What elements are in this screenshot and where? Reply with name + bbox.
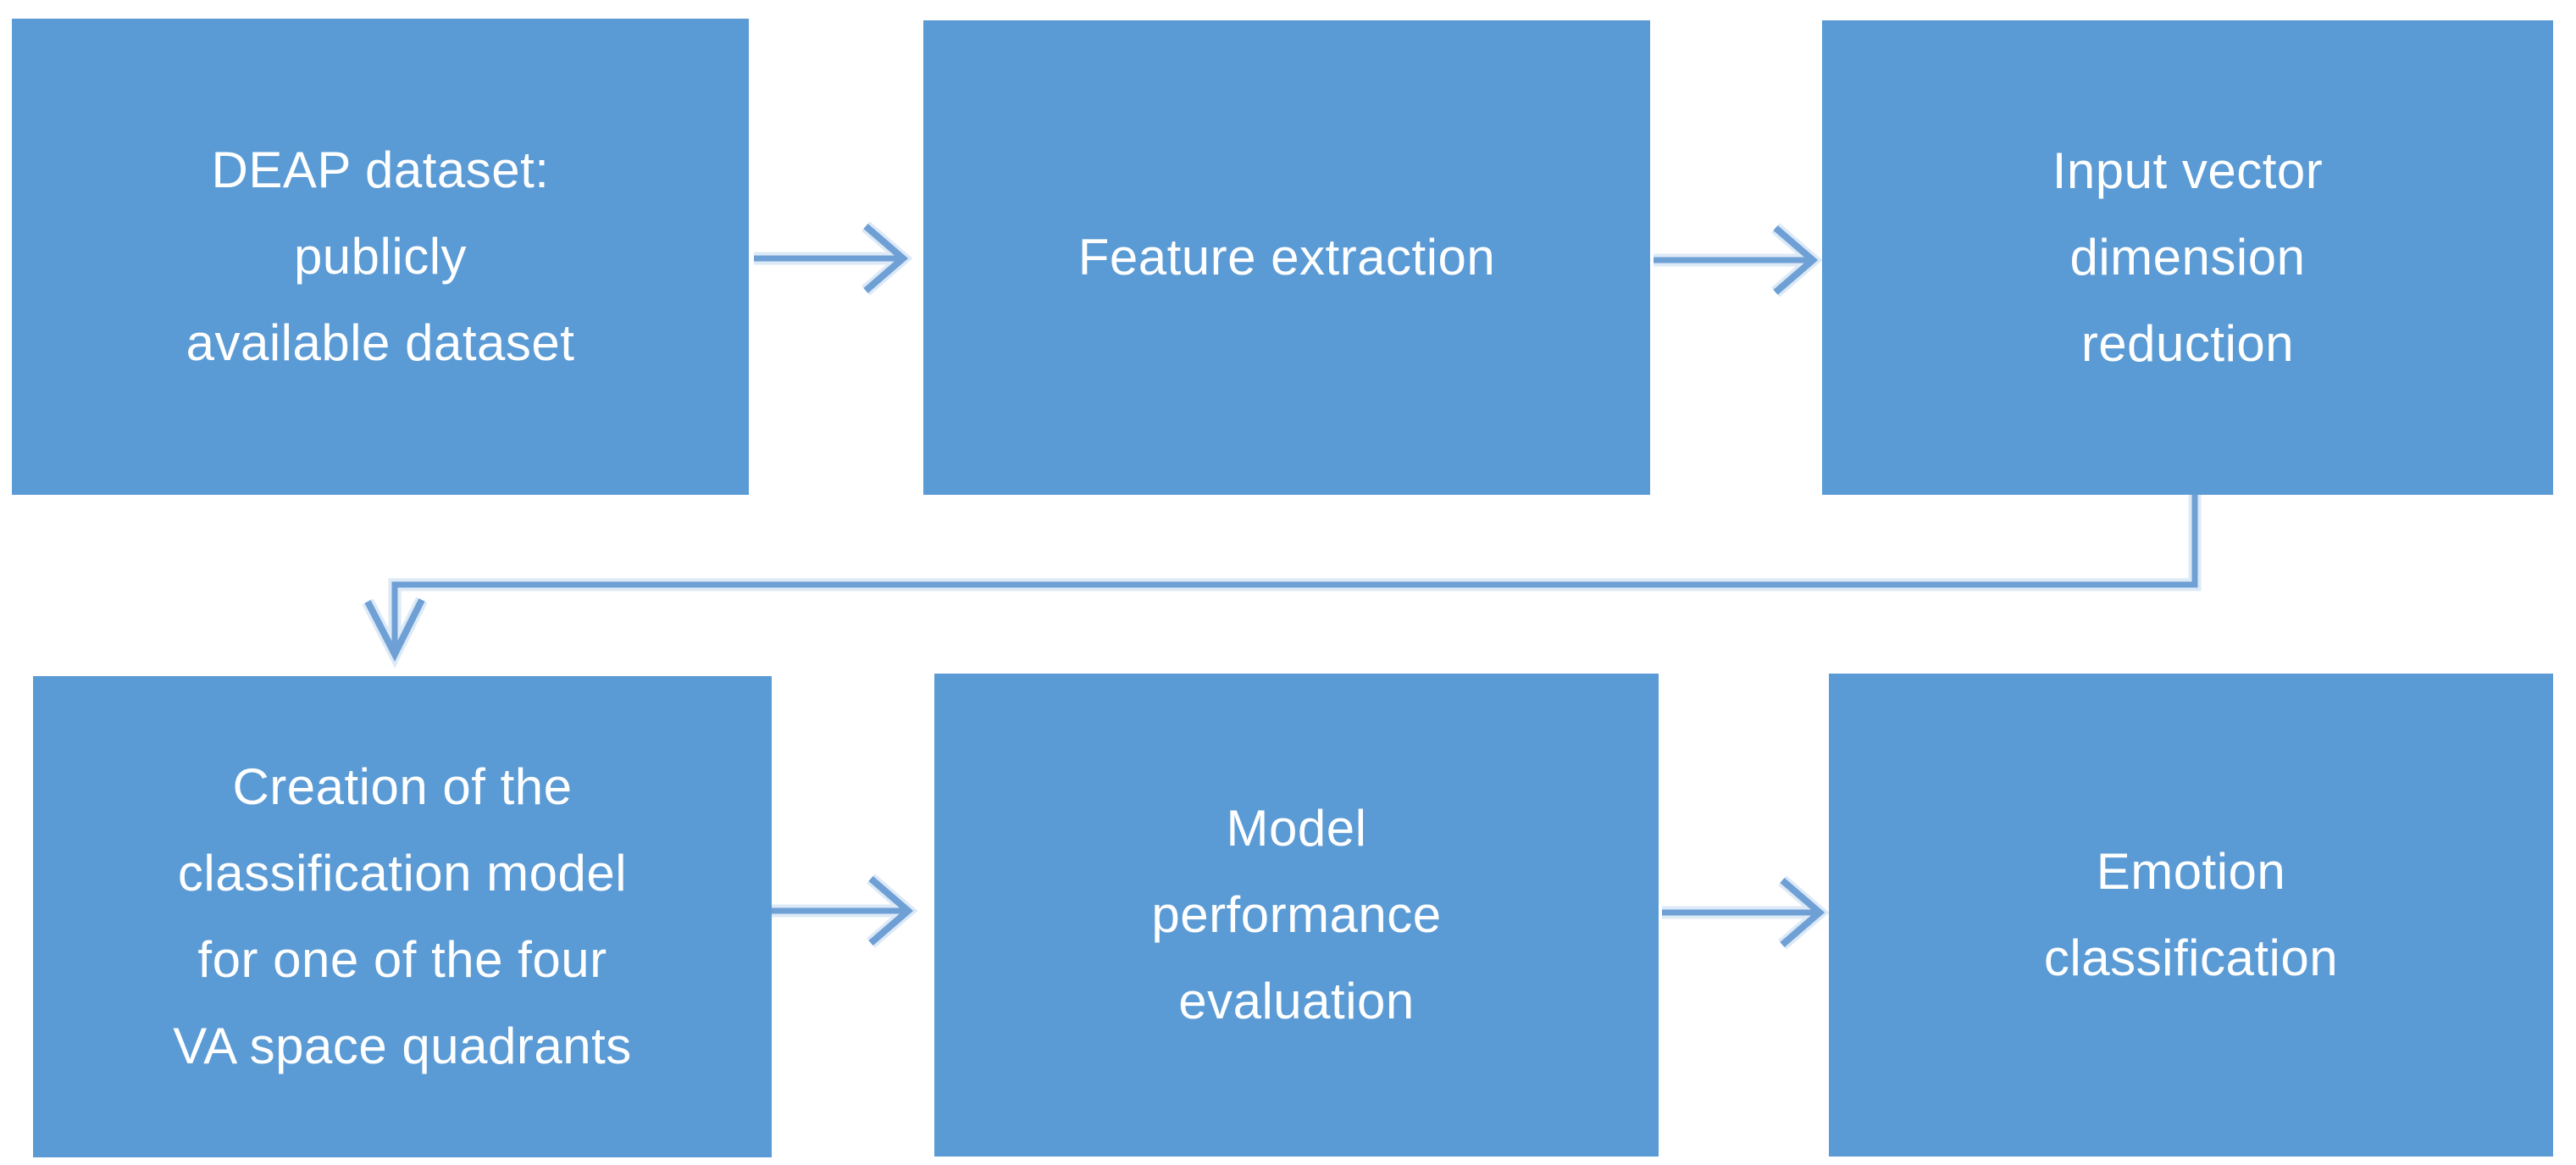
connector-arrow-creation-to-evaluation [764,874,918,948]
box-classification-model-creation-label: Creation of the classification model for… [173,758,632,1074]
box-deap-dataset: DEAP dataset: publicly available dataset [12,19,749,495]
box-emotion-classification-label: Emotion classification [2043,843,2339,986]
arrowhead-right-icon [1778,875,1830,950]
arrowhead-down-icon [362,596,428,668]
box-deap-dataset-label: DEAP dataset: publicly available dataset [186,141,575,371]
box-model-performance-evaluation: Model performance evaluation [934,674,1659,1157]
box-input-vector-dimension-reduction-label: Input vector dimension reduction [2052,142,2324,372]
arrowhead-right-icon [861,221,913,296]
box-input-vector-dimension-reduction: Input vector dimension reduction [1822,20,2553,495]
connector-arrow-deap-to-feature [754,221,913,296]
box-model-performance-evaluation-label: Model performance evaluation [1151,800,1442,1029]
arrowhead-right-icon [867,874,918,948]
box-emotion-classification: Emotion classification [1829,674,2553,1157]
arrowhead-right-icon [1771,223,1823,297]
connector-arrow-feature-to-reduction [1654,223,1823,297]
box-feature-extraction-label: Feature extraction [1077,229,1496,286]
box-feature-extraction: Feature extraction [923,20,1650,495]
box-classification-model-creation: Creation of the classification model for… [33,676,772,1157]
connector-arrow-evaluation-to-classification [1662,875,1830,950]
elbow-line [388,495,2202,651]
connector-elbow-reduction-to-model-creation [362,495,2202,668]
